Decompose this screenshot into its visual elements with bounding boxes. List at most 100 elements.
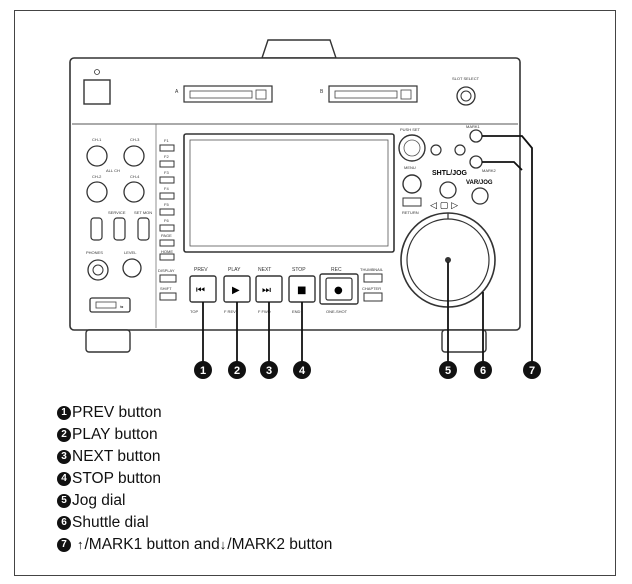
rec-button[interactable] <box>325 277 353 301</box>
legend-text: Shuttle dial <box>72 514 149 531</box>
home-button[interactable] <box>159 253 175 261</box>
ch2-label: CH-2 <box>92 174 102 179</box>
mark2-button[interactable] <box>469 155 483 169</box>
next-icon: ⏭ <box>262 285 271 296</box>
figure-frame <box>14 10 616 576</box>
prev-icon: ⏮ <box>196 285 205 296</box>
up-arrow-icon: ↑ <box>77 537 84 552</box>
menu-button[interactable] <box>402 174 422 194</box>
svg-text:7: 7 <box>529 365 535 377</box>
legend-number: 3 <box>57 450 71 464</box>
legend-item-6: 6 Shuttle dial <box>57 512 537 534</box>
thumbnail-label: THUMBNAIL <box>360 267 384 272</box>
jog-dial-center <box>445 257 451 263</box>
return-button[interactable] <box>402 197 422 207</box>
stop-label: STOP <box>292 267 306 273</box>
callout-1: 1 <box>194 361 212 379</box>
callout-7: 7 <box>523 361 541 379</box>
mark1-label: MARK1 <box>466 124 481 129</box>
set-mon-switch[interactable] <box>137 217 150 241</box>
ch1-knob[interactable] <box>86 145 108 167</box>
callout-5: 5 <box>439 361 457 379</box>
shift-label: SHIFT <box>160 286 172 291</box>
legend-item-7: 7 ↑ /MARK1 button and ↓ /MARK2 button <box>57 534 537 556</box>
set-mon-label: SET MON <box>134 210 152 215</box>
legend-text: /MARK1 button and <box>84 536 220 553</box>
ch2-knob[interactable] <box>86 181 108 203</box>
legend-item-3: 3 NEXT button <box>57 446 537 468</box>
slot-select-button[interactable] <box>456 86 476 106</box>
f4-button[interactable] <box>159 192 175 200</box>
down-arrow-icon: ↓ <box>219 537 227 552</box>
slot-a-label: A <box>175 89 179 95</box>
play-label: PLAY <box>228 267 241 273</box>
next-label: NEXT <box>258 267 271 273</box>
chapter-button[interactable] <box>363 292 383 302</box>
f2-button[interactable] <box>159 160 175 168</box>
service-switch[interactable] <box>113 217 126 241</box>
service-label: SERVICE <box>108 210 126 215</box>
push-set-label: PUSH SET <box>400 127 421 132</box>
shtl-jog-button[interactable] <box>439 181 457 199</box>
legend-text: NEXT button <box>72 448 161 465</box>
ch3-knob[interactable] <box>123 145 145 167</box>
legend-text: PLAY button <box>72 426 158 443</box>
mark-right-button[interactable] <box>454 144 466 156</box>
ch4-knob[interactable] <box>123 181 145 203</box>
direction-indicator-icon: ◁ ▢ ▷ <box>430 201 458 211</box>
top-label: TOP <box>190 309 198 314</box>
callout-2: 2 <box>228 361 246 379</box>
thumbnail-button[interactable] <box>363 273 383 283</box>
usb-icon: ⇆ <box>120 304 124 309</box>
mark1-button[interactable] <box>469 129 483 143</box>
f-rev-label: F REV <box>224 309 236 314</box>
legend-text-tail: /MARK2 button <box>227 536 333 553</box>
phones-jack[interactable] <box>87 259 109 281</box>
display-label: DISPLAY <box>158 268 175 273</box>
menu-label: MENU <box>404 165 416 170</box>
one-shot-label: ONE-SHOT <box>326 309 348 314</box>
svg-text:1: 1 <box>200 365 206 377</box>
rec-icon: ● <box>334 285 343 296</box>
shift-button[interactable] <box>159 292 177 301</box>
svg-text:5: 5 <box>445 365 451 377</box>
prev-label: PREV <box>194 267 208 273</box>
page-button[interactable] <box>159 239 175 247</box>
top-handle <box>261 39 337 59</box>
ch1-label: CH-1 <box>92 137 102 142</box>
f6-label: F6 <box>164 218 169 223</box>
mark2-label: MARK2 <box>482 168 497 173</box>
callout-4: 4 <box>293 361 311 379</box>
multi-control-knob[interactable] <box>398 134 426 162</box>
stop-icon: ■ <box>297 285 306 296</box>
power-switch[interactable] <box>83 79 111 105</box>
chapter-label: CHAPTER <box>362 286 381 291</box>
legend-item-1: 1 PREV button <box>57 402 537 424</box>
svg-text:4: 4 <box>299 365 306 377</box>
level-knob[interactable] <box>122 258 142 278</box>
var-jog-button[interactable] <box>471 187 489 205</box>
input-select-switch[interactable] <box>90 217 103 241</box>
svg-text:2: 2 <box>234 365 240 377</box>
level-label: LEVEL <box>124 250 137 255</box>
play-icon: ▶ <box>232 285 240 296</box>
legend-text: Jog dial <box>72 492 126 509</box>
display-button[interactable] <box>159 274 177 283</box>
slot-select-label: SLOT SELECT <box>452 76 480 81</box>
f1-button[interactable] <box>159 144 175 152</box>
f3-label: F3 <box>164 170 169 175</box>
return-label: RETURN <box>402 210 419 215</box>
power-icon <box>94 69 100 75</box>
f1-label: F1 <box>164 138 169 143</box>
end-label: END <box>292 309 301 314</box>
f3-button[interactable] <box>159 176 175 184</box>
f-fwd-label: F FWD <box>258 309 271 314</box>
f5-button[interactable] <box>159 208 175 216</box>
page-label: PAGE <box>161 233 172 238</box>
rec-label: REC <box>331 267 342 273</box>
legend-number: 6 <box>57 516 71 530</box>
mark-left-button[interactable] <box>430 144 442 156</box>
f6-button[interactable] <box>159 224 175 232</box>
device-front-panel: A B SLOT SELECT CH-1 CH-3 ALL CH CH-2 CH… <box>69 39 541 379</box>
legend-item-4: 4 STOP button <box>57 468 537 490</box>
